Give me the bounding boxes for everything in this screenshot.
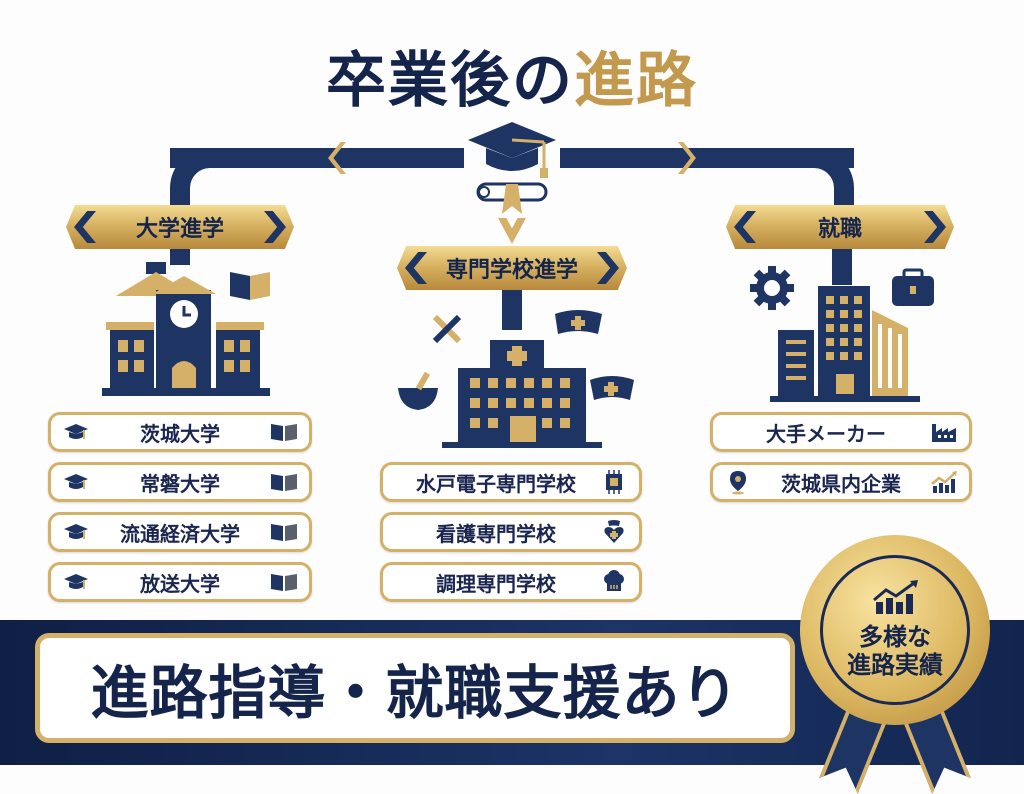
graduation-cap-icon	[61, 519, 91, 545]
list-item[interactable]: 茨城大学	[48, 412, 312, 452]
branch-banner-vocational[interactable]: 専門学校進学	[397, 246, 627, 290]
achievement-medal: 多様な 進路実績	[800, 535, 990, 725]
connector-vocational	[502, 280, 522, 330]
hospital-building-icon	[390, 300, 640, 450]
chevron-right-icon	[597, 252, 619, 284]
branch-banner-university[interactable]: 大学進学	[66, 205, 294, 249]
list-item[interactable]: 流通経済大学	[48, 512, 312, 552]
open-book-icon	[269, 419, 299, 445]
growth-chart-icon	[870, 579, 920, 623]
open-book-icon	[269, 569, 299, 595]
open-book-icon	[269, 469, 299, 495]
office-buildings-icon	[748, 262, 948, 402]
chef-hat-icon	[599, 569, 629, 595]
chevron-left-icon	[405, 252, 427, 284]
chevron-left-icon	[74, 211, 96, 243]
list-item[interactable]: 茨城県内企業	[710, 462, 972, 502]
list-item[interactable]: 常磐大学	[48, 462, 312, 502]
growth-chart-icon	[929, 469, 959, 495]
support-banner: 進路指導・就職支援あり	[35, 633, 795, 743]
factory-icon	[929, 419, 959, 445]
graduation-cap-icon	[61, 419, 91, 445]
list-item[interactable]: 看護専門学校	[380, 512, 642, 552]
list-item[interactable]: 放送大学	[48, 562, 312, 602]
chevron-right-icon	[264, 211, 286, 243]
open-book-icon	[269, 519, 299, 545]
map-pin-icon	[723, 469, 753, 495]
microchip-icon	[599, 469, 629, 495]
graduation-cap-icon	[464, 118, 560, 218]
university-building-icon	[96, 262, 296, 397]
list-item[interactable]: 調理専門学校	[380, 562, 642, 602]
university-list: 茨城大学 常磐大学 流通経済大学 放送大学	[48, 412, 312, 602]
list-item[interactable]: 水戸電子専門学校	[380, 462, 642, 502]
graduation-cap-icon	[61, 469, 91, 495]
graduation-cap-icon	[61, 569, 91, 595]
medal-content: 多様な 進路実績	[820, 555, 970, 705]
list-item[interactable]: 大手メーカー	[710, 412, 972, 452]
chevron-left-icon	[734, 211, 756, 243]
employment-list: 大手メーカー 茨城県内企業	[710, 412, 972, 502]
branch-banner-employment[interactable]: 就職	[726, 205, 954, 249]
nurse-heart-icon	[599, 519, 629, 545]
center-down-arrow-icon	[498, 218, 526, 244]
page-title: 卒業後の進路	[326, 46, 698, 116]
vocational-list: 水戸電子専門学校 看護専門学校 調理専門学校	[380, 462, 642, 602]
chevron-right-icon	[924, 211, 946, 243]
